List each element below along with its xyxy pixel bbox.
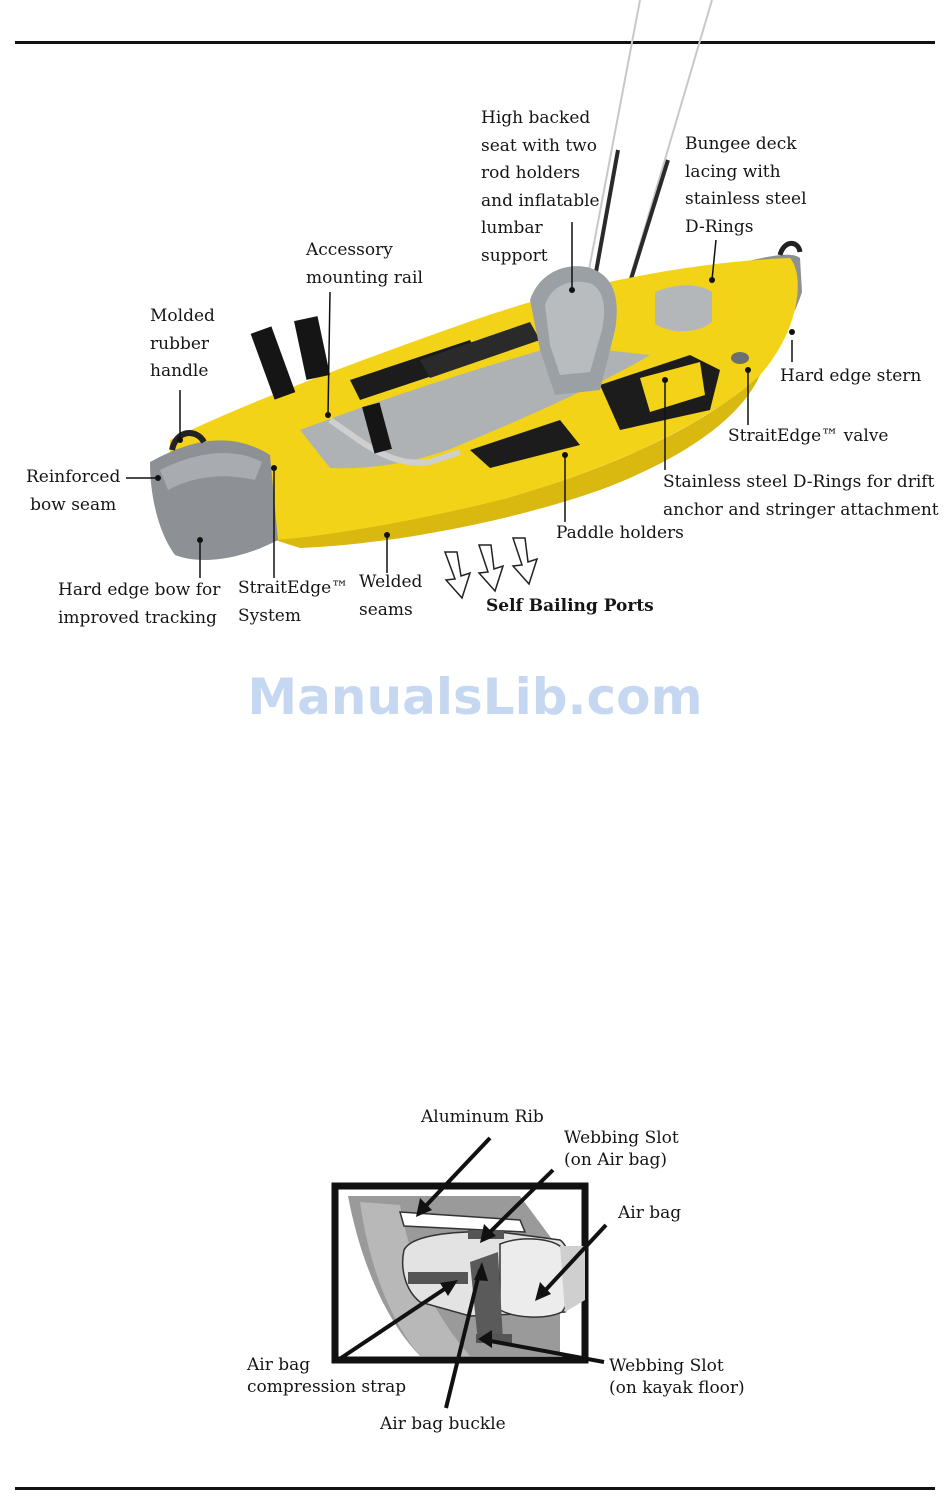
system-label: StraitEdge™ System [238, 578, 349, 626]
airbag-label: Air bag [618, 1203, 682, 1223]
slot-airbag-label: Webbing Slot (on Air bag) [564, 1128, 679, 1170]
paddle-label: Paddle holders [556, 523, 684, 543]
handle-label: Molded rubber handle [150, 306, 215, 381]
stern-label: Hard edge stern [780, 366, 922, 386]
bungee-label: Bungee deck lacing with stainless steel … [685, 134, 807, 237]
slot-floor-label: Webbing Slot (on kayak floor) [609, 1356, 745, 1398]
bottom-rule [15, 1487, 935, 1490]
strap-label: Air bag compression strap [247, 1355, 407, 1397]
seams-label: Welded seams [359, 572, 423, 620]
drings-label: Stainless steel D-Rings for drift anchor… [663, 472, 939, 520]
rail-label: Accessory mounting rail [306, 240, 423, 288]
bailing-arrows [443, 537, 539, 600]
bow-label: Hard edge bow for improved tracking [58, 580, 221, 628]
kayak-illustration [126, 0, 803, 600]
buckle-label: Air bag buckle [380, 1414, 506, 1434]
bailing-label: Self Bailing Ports [486, 596, 654, 616]
seat-label: High backed seat with two rod holders an… [481, 108, 600, 266]
valve-label: StraitEdge™ valve [728, 426, 889, 446]
bow-seam-label: Reinforced bow seam [26, 467, 121, 515]
rib-label: Aluminum Rib [421, 1107, 544, 1127]
watermark: ManualsLib.com [247, 668, 703, 726]
top-rule [15, 41, 935, 44]
